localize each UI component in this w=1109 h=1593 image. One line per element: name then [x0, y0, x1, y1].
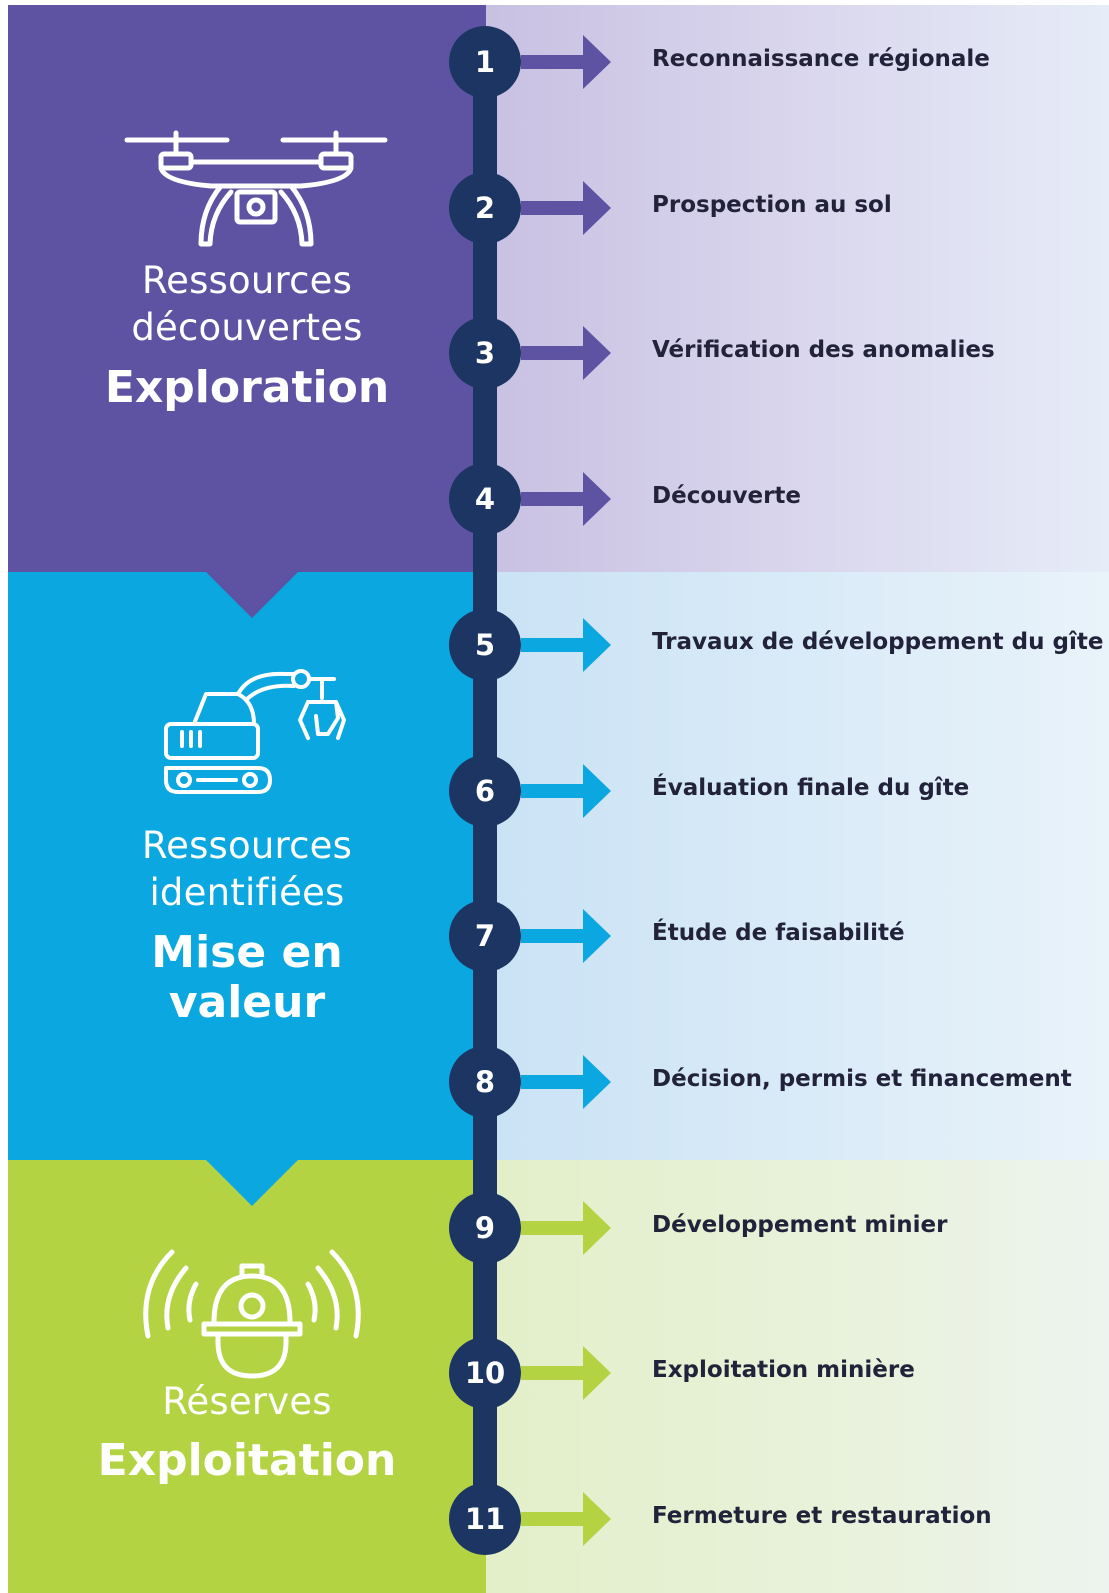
step-label: Décision, permis et financement: [652, 1066, 1072, 1092]
arrow-right-icon: [521, 1346, 611, 1400]
phase-subtitle: découvertes: [131, 306, 363, 349]
phase-connector: [206, 572, 298, 618]
miner-helmet-icon: [143, 1249, 361, 1379]
drone-icon: [124, 130, 388, 247]
phase-title: Mise en: [151, 927, 343, 978]
step-number-badge: 8: [449, 1046, 521, 1118]
arrow-right-icon: [521, 618, 611, 672]
phase-subtitle: identifiées: [149, 871, 345, 914]
arrow-right-icon: [521, 764, 611, 818]
step-number-badge: 5: [449, 609, 521, 681]
step-number-badge: 6: [449, 755, 521, 827]
arrow-right-icon: [521, 1055, 611, 1109]
phase-connector: [206, 1160, 298, 1206]
phase-subtitle: Réserves: [162, 1380, 332, 1423]
step-label: Développement minier: [652, 1212, 948, 1238]
phase-subtitle: Ressources: [141, 259, 353, 302]
phase-subtitle: Ressources: [141, 824, 353, 867]
arrow-right-icon: [521, 1201, 611, 1255]
phase-exploration: Ressources découvertes Exploration: [8, 5, 486, 618]
step-label: Exploitation minière: [652, 1357, 915, 1383]
phase-exploitation: Réserves Exploitation: [8, 1160, 486, 1593]
phase-title: Exploitation: [97, 1435, 397, 1486]
phase-mise-en-valeur: Ressources identifiées Mise en valeur: [8, 572, 486, 1206]
step-label: Étude de faisabilité: [652, 920, 905, 946]
arrow-right-icon: [521, 909, 611, 963]
step-number-badge: 9: [449, 1192, 521, 1264]
step-number-badge: 3: [449, 317, 521, 389]
step-label: Travaux de développement du gîte: [652, 629, 1104, 655]
arrow-right-icon: [521, 1492, 611, 1546]
step-label: Fermeture et restauration: [652, 1503, 992, 1529]
step-label: Découverte: [652, 483, 802, 509]
step-number-badge: 2: [449, 172, 521, 244]
phase-title: Exploration: [104, 362, 390, 413]
phase-title: valeur: [168, 977, 326, 1028]
excavator-icon: [164, 669, 346, 794]
arrow-right-icon: [521, 35, 611, 89]
step-number-badge: 10: [449, 1337, 521, 1409]
step-label: Évaluation finale du gîte: [652, 775, 970, 801]
arrow-right-icon: [521, 181, 611, 235]
step-number-badge: 11: [449, 1483, 521, 1555]
step-number-badge: 1: [449, 26, 521, 98]
step-label: Vérification des anomalies: [652, 337, 995, 363]
arrow-right-icon: [521, 472, 611, 526]
arrow-right-icon: [521, 326, 611, 380]
step-label: Prospection au sol: [652, 192, 892, 218]
step-number-badge: 4: [449, 463, 521, 535]
step-number-badge: 7: [449, 900, 521, 972]
step-label: Reconnaissance régionale: [652, 46, 990, 72]
